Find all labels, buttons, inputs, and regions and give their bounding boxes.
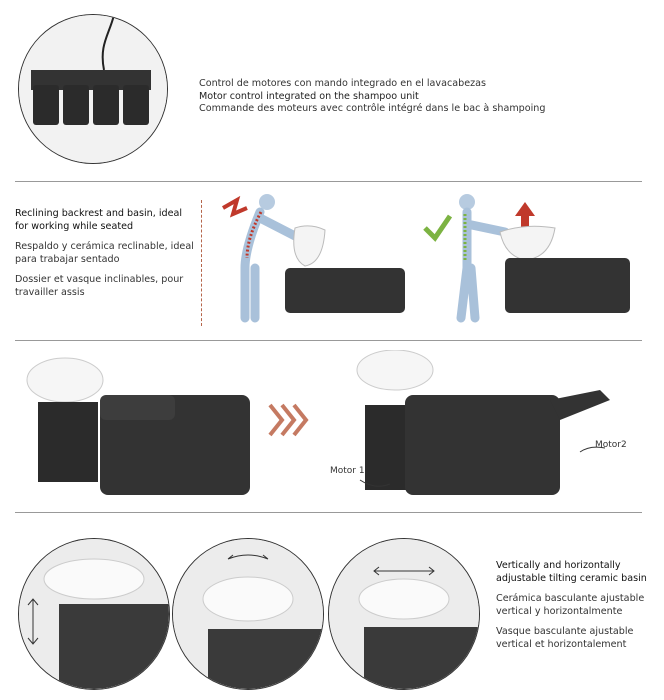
basin-tilt-image — [172, 538, 324, 690]
motor-control-en: Motor control integrated on the shampoo … — [199, 90, 419, 102]
check-icon — [423, 214, 453, 242]
horizontal-arrow-icon — [373, 566, 435, 576]
arrow-up-icon — [515, 202, 535, 228]
reclining-fr: Dossier et vasque inclinables, pour trav… — [15, 274, 184, 298]
foot-pedal-illustration — [19, 15, 167, 163]
posture-comparison-illustration — [222, 194, 630, 323]
reclining-es: Respaldo y cerámica reclinable, ideal pa… — [15, 241, 194, 265]
divider — [15, 340, 642, 341]
basin-en: Vertically and horizontally adjustable t… — [496, 560, 647, 584]
chevrons-right-icon — [268, 403, 309, 437]
foot-pedal-image — [18, 14, 168, 164]
divider — [15, 512, 642, 513]
tilt-arrow-icon — [227, 554, 269, 560]
divider — [15, 181, 642, 182]
pain-icon — [222, 195, 248, 218]
motor1-label: Motor 1 — [330, 466, 365, 476]
reclining-en: Reclining backrest and basin, ideal for … — [15, 208, 183, 232]
motor-control-fr: Commande des moteurs avec contrôle intég… — [199, 103, 546, 114]
motor-control-es: Control de motores con mando integrado e… — [199, 78, 487, 89]
basin-horizontal-image — [328, 538, 480, 690]
basin-es: Cerámica basculante ajustable vertical y… — [496, 593, 645, 617]
vertical-arrow-icon — [27, 598, 39, 645]
motor-chair-illustration — [26, 350, 610, 495]
basin-vertical-image — [18, 538, 170, 690]
motor2-label: Motor2 — [595, 440, 627, 450]
basin-fr: Vasque basculante ajustable vertical et … — [496, 626, 634, 650]
dotted-separator — [201, 200, 202, 326]
